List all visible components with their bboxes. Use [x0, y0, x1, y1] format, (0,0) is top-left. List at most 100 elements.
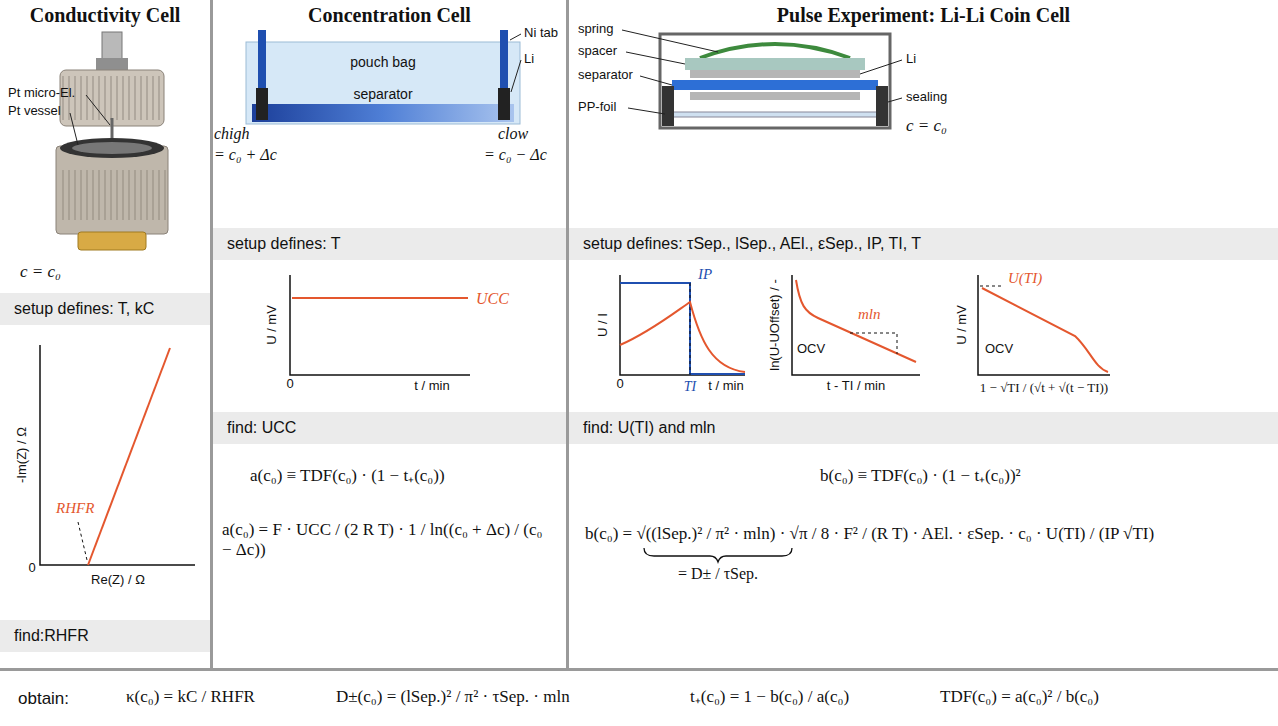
- step-text: setup defines: τSep., lSep., AEl., εSep.…: [583, 235, 1264, 253]
- axis-label: 0: [28, 561, 35, 576]
- underbrace: [644, 548, 792, 562]
- coin-cell-figure: [622, 30, 902, 114]
- coin-cell-figure: [622, 30, 902, 128]
- condition-label: = c₀ + Δc: [214, 146, 277, 164]
- step-band: find: U(TI) and mln: [569, 412, 1278, 444]
- coin-cell-figure: [876, 86, 888, 126]
- part-label: Ni tab: [524, 26, 558, 41]
- formula: b(c₀) ≡ TDF(c₀) · (1 − t₊(c₀))²: [820, 466, 1021, 486]
- concentration-cell-figure: [256, 88, 268, 120]
- voltage-chart: [290, 275, 470, 375]
- coin-cell-figure: [888, 98, 902, 102]
- part-label: Pt micro-El.: [8, 86, 75, 101]
- panel-heading: Concentration Cell: [213, 0, 566, 27]
- axis-label: t / min: [708, 379, 743, 394]
- nyquist-chart: [40, 345, 195, 565]
- voltage-chart: [290, 275, 470, 375]
- measured-value: mln: [858, 306, 881, 323]
- chart-note: OCV: [797, 342, 825, 357]
- part-label: pouch bag: [350, 54, 415, 70]
- part-label: separator: [578, 68, 633, 83]
- part-label: Li: [524, 52, 534, 67]
- concentration-cell-figure: [498, 88, 510, 120]
- conductivity-cell-figure: [86, 95, 110, 125]
- voltage-chart: [292, 297, 468, 299]
- sqrt-chart: [980, 286, 1004, 287]
- coin-cell-figure: [660, 34, 890, 128]
- conductivity-cell-figure: [62, 76, 162, 120]
- axis-label: 1 − √TI / (√t + √(t − TI)): [980, 381, 1108, 396]
- coin-cell-figure: [690, 70, 860, 78]
- part-label: Li: [906, 52, 916, 67]
- concentration-cell-figure: [246, 42, 520, 124]
- sqrt-chart: [982, 288, 1108, 372]
- panel-heading: Conductivity Cell: [0, 0, 210, 27]
- condition-label: c = c₀: [20, 262, 61, 282]
- panel-heading: Pulse Experiment: Li-Li Coin Cell: [569, 0, 1278, 27]
- condition-label: clow: [498, 125, 528, 143]
- conductivity-cell-figure: [60, 138, 164, 158]
- conductivity-cell-figure: [102, 32, 122, 62]
- condition-label: chigh: [214, 125, 250, 143]
- conductivity-cell-figure: [60, 70, 164, 126]
- result-formula: t₊(c₀) = 1 − b(c₀) / a(c₀): [690, 687, 849, 707]
- coin-cell-figure: [685, 58, 865, 70]
- coin-cell-figure: [622, 30, 718, 52]
- result-formula: TDF(c₀) = a(c₀)² / b(c₀): [940, 687, 1099, 707]
- step-text: find: U(TI) and mln: [583, 419, 1264, 437]
- axis-label: -Im(Z) / Ω: [15, 427, 30, 483]
- sqrt-chart: [978, 275, 1110, 375]
- step-text: setup defines: T, kC: [14, 300, 196, 318]
- conductivity-cell-figure: [56, 146, 168, 234]
- sqrt-chart: [978, 275, 1110, 375]
- condition-label: = c₀ − Δc: [484, 146, 547, 164]
- part-label: spring: [578, 22, 613, 37]
- step-text: setup defines: T: [227, 235, 552, 253]
- part-label: Pt vessel: [8, 104, 61, 119]
- coin-cell-figure: [700, 44, 850, 58]
- concentration-cell-figure: [246, 30, 521, 124]
- formula: = D± / τSep.: [678, 565, 758, 583]
- nyquist-chart: [88, 348, 170, 565]
- part-label: PP-foil: [578, 100, 616, 115]
- formula: a(c₀) ≡ TDF(c₀) · (1 − t₊(c₀)): [250, 466, 445, 486]
- pulse-chart: [620, 302, 745, 372]
- conductivity-cell-figure: [72, 142, 152, 154]
- conductivity-cell-figure: [111, 118, 114, 140]
- pulse-chart: [620, 275, 745, 375]
- coin-cell-figure: [640, 76, 672, 85]
- step-band: find: UCC: [213, 412, 566, 444]
- pulse-chart: [620, 275, 745, 375]
- nyquist-chart: [40, 345, 195, 565]
- parameter-label: TI: [684, 379, 696, 395]
- measured-value: U(TI): [1008, 270, 1042, 287]
- log-chart: [796, 280, 916, 362]
- axis-label: 0: [616, 377, 623, 392]
- step-text: find: UCC: [227, 419, 552, 437]
- parameter-label: IP: [698, 266, 712, 283]
- condition-label: c = c₀: [906, 116, 947, 136]
- concentration-cell-figure: [252, 104, 514, 122]
- step-band: setup defines: T, kC: [0, 293, 210, 325]
- conductivity-cell-figure: [78, 232, 146, 250]
- concentration-cell-figure: [511, 60, 521, 92]
- formula: a(c₀) = F · UCC / (2 R T) · 1 / ln((c₀ +…: [222, 520, 552, 559]
- coin-cell-figure: [690, 92, 860, 100]
- step-text: find:RHFR: [14, 627, 196, 645]
- step-band: setup defines: T: [213, 228, 566, 260]
- nyquist-chart: [78, 522, 87, 560]
- pulse-chart: [690, 283, 691, 375]
- measured-value: UCC: [476, 290, 509, 308]
- log-chart: [850, 333, 897, 354]
- axis-label: U / mV: [955, 305, 970, 345]
- axis-label: U / I: [596, 313, 611, 337]
- axis-label: t - TI / min: [827, 379, 885, 394]
- conductivity-cell-figure: [56, 32, 168, 250]
- measured-value: RHFR: [56, 500, 94, 517]
- part-label: sealing: [906, 90, 947, 105]
- part-label: separator: [353, 86, 412, 102]
- coin-cell-figure: [628, 108, 665, 114]
- conductivity-cell-figure: [58, 170, 166, 220]
- coin-cell-figure: [860, 60, 902, 74]
